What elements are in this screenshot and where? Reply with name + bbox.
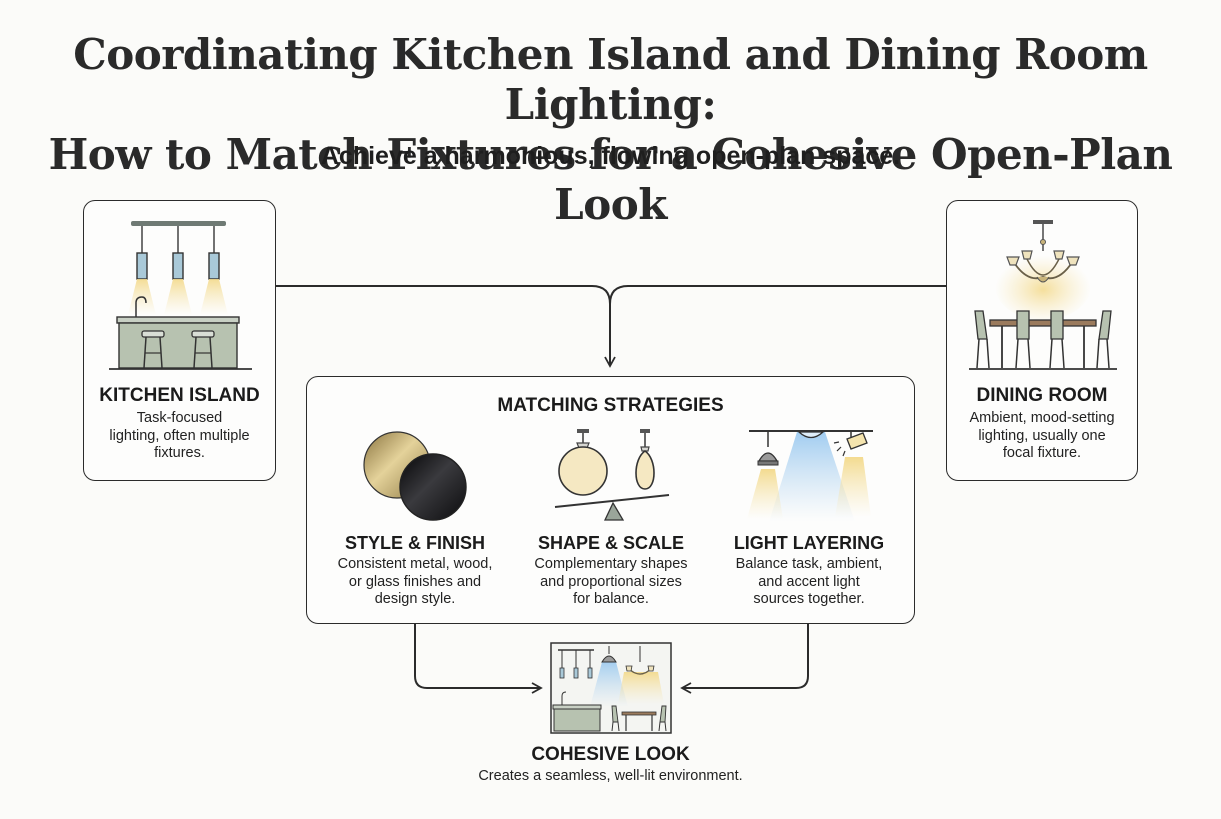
style-finish-desc-line-2: or glass finishes and <box>348 573 482 590</box>
dining-desc-line-2: lighting, usually one <box>978 427 1106 444</box>
dining-desc-line-3: focal fixture. <box>1002 445 1082 461</box>
style-finish-title: STYLE & FINISH <box>344 533 485 553</box>
dining-room-icon <box>969 220 1117 370</box>
shape-scale-desc-line-3: for balance. <box>573 591 649 607</box>
light-layering-desc-line-2: and accent light <box>758 573 860 590</box>
balance-scale-icon <box>554 429 670 521</box>
dining-room-card: DINING ROOM Ambient, mood-setting lighti… <box>946 200 1138 481</box>
kitchen-desc-line-1: Task-focused <box>136 410 223 426</box>
light-layering-title: LIGHT LAYERING <box>733 533 885 553</box>
finish-swatches-icon <box>363 431 467 521</box>
light-layering-desc-line-3: sources together. <box>753 591 865 607</box>
shape-scale-desc-line-2: and proportional sizes <box>540 573 682 590</box>
light-layering-icon <box>747 430 873 522</box>
cohesive-look-title: COHESIVE LOOK <box>531 744 690 765</box>
title-line-2: How to Match Fixtures for a Cohesive Ope… <box>48 130 1173 229</box>
dining-room-title: DINING ROOM <box>976 385 1108 406</box>
matching-strategies-title: MATCHING STRATEGIES <box>497 395 724 416</box>
kitchen-desc-line-2: lighting, often multiple <box>109 427 250 444</box>
connector-kitchen-to-strategies <box>276 285 616 368</box>
dining-desc-line-1: Ambient, mood-setting <box>969 410 1115 426</box>
kitchen-desc-line-3: fixtures. <box>154 445 205 461</box>
light-layering-description: Balance task, ambient, and accent light … <box>709 556 909 609</box>
page-subtitle: Achieve a harmonious, flowing open-plan … <box>320 142 901 170</box>
page-title: Coordinating Kitchen Island and Dining R… <box>0 30 1221 230</box>
style-finish-desc-line-1: Consistent metal, wood, <box>337 556 493 572</box>
kitchen-island-title: KITCHEN ISLAND <box>99 385 260 406</box>
connector-right-to-result <box>680 624 809 694</box>
connector-left-to-result <box>414 624 543 694</box>
shape-scale-title: SHAPE & SCALE <box>537 533 685 553</box>
style-finish-description: Consistent metal, wood, or glass finishe… <box>315 556 515 609</box>
kitchen-island-icon <box>109 221 252 370</box>
title-line-1: Coordinating Kitchen Island and Dining R… <box>73 30 1148 129</box>
matching-strategies-card: MATCHING STRATEGIES STYLE & FINISH Consi… <box>306 376 915 624</box>
light-layering-desc-line-1: Balance task, ambient, <box>735 556 883 572</box>
connector-dining-to-strategies <box>609 285 946 305</box>
style-finish-desc-line-3: design style. <box>374 591 456 607</box>
cohesive-look-description: Creates a seamless, well-lit environment… <box>478 768 743 784</box>
dining-room-description: Ambient, mood-setting lighting, usually … <box>947 410 1137 463</box>
kitchen-island-description: Task-focused lighting, often multiple fi… <box>84 410 275 463</box>
shape-scale-desc-line-1: Complementary shapes <box>534 556 688 572</box>
shape-scale-description: Complementary shapes and proportional si… <box>511 556 711 609</box>
kitchen-island-card: KITCHEN ISLAND Task-focused lighting, of… <box>83 200 276 481</box>
cohesive-room-icon <box>550 642 672 734</box>
